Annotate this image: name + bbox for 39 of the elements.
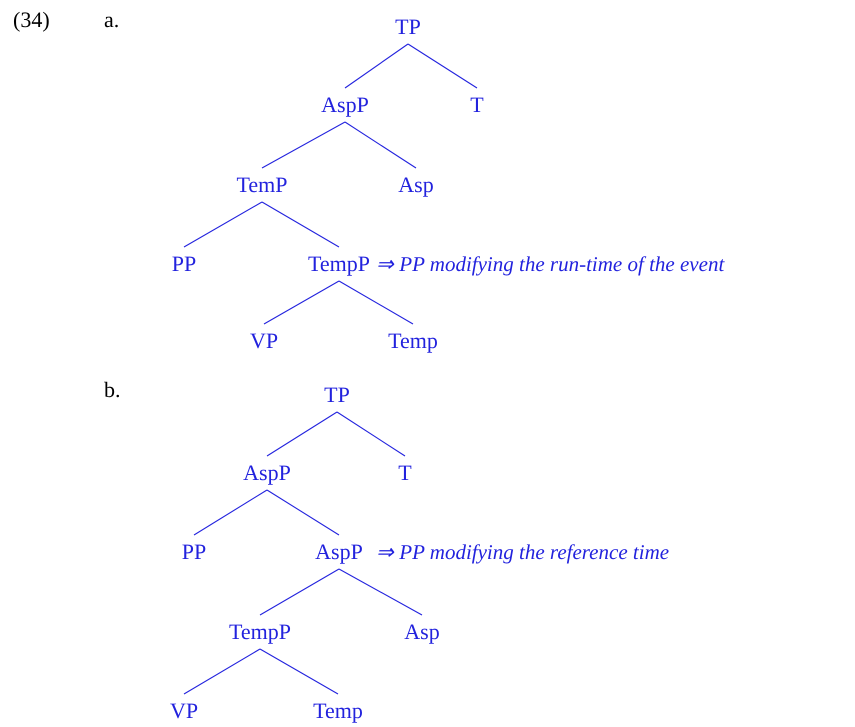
tree-node-label: PP xyxy=(170,249,198,279)
tree-node-label: Asp xyxy=(396,170,436,200)
tree-branch xyxy=(344,44,408,88)
tree-node-label: AspP xyxy=(319,90,371,120)
example-letter: a. xyxy=(104,9,120,31)
tree-branch xyxy=(262,202,340,248)
tree-node-label: Temp xyxy=(311,696,365,726)
tree-branch xyxy=(338,280,414,324)
tree-branch xyxy=(264,280,340,324)
tree-branch xyxy=(194,490,268,536)
tree-node-label: AspP xyxy=(313,537,365,567)
tree-branch xyxy=(336,412,406,456)
tree-branch xyxy=(260,648,338,694)
tree-branch xyxy=(266,490,340,536)
annotation-text: ⇒ PP modifying the run-time of the event xyxy=(376,253,724,275)
tree-node-label: TP xyxy=(393,12,423,42)
tree-node-label: T xyxy=(468,90,486,120)
tree-node-label: TP xyxy=(322,380,352,410)
tree-branch xyxy=(266,412,338,456)
example-letter: b. xyxy=(104,379,120,401)
tree-branch xyxy=(338,568,422,616)
tree-branch xyxy=(344,122,416,168)
tree-branch xyxy=(184,202,262,248)
tree-branch xyxy=(262,122,346,168)
example-number: (34) xyxy=(13,9,50,31)
tree-node-label: VP xyxy=(248,326,280,356)
tree-node-label: PP xyxy=(180,537,208,567)
tree-branch xyxy=(408,44,478,88)
tree-node-label: T xyxy=(396,458,414,488)
tree-branch xyxy=(260,568,340,616)
tree-node-label: TempP xyxy=(306,249,372,279)
tree-node-label: TempP xyxy=(227,617,293,647)
tree-branch xyxy=(184,648,260,694)
tree-node-label: TemP xyxy=(234,170,290,200)
tree-node-label: VP xyxy=(168,696,200,726)
tree-node-label: AspP xyxy=(241,458,293,488)
tree-node-label: Asp xyxy=(402,617,442,647)
annotation-text: ⇒ PP modifying the reference time xyxy=(376,541,670,563)
tree-node-label: Temp xyxy=(386,326,440,356)
